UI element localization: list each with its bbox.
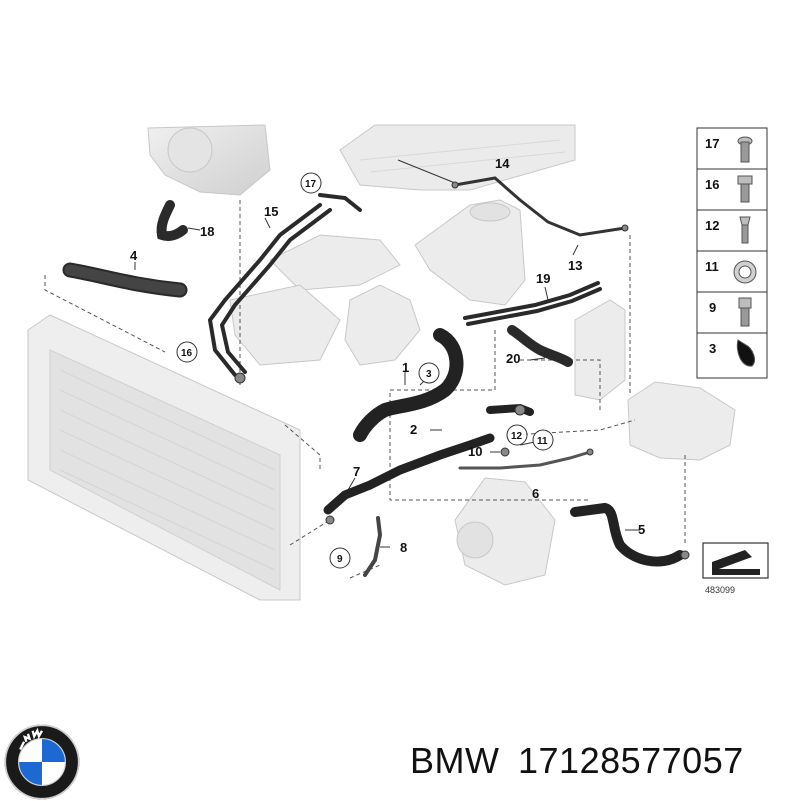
fittings [234, 181, 690, 560]
hose-5 [570, 502, 685, 567]
callout-17: 17 [305, 179, 317, 190]
hose-4 [62, 262, 188, 298]
bolt-17-icon [737, 136, 753, 163]
svg-text:3: 3 [709, 341, 716, 356]
bolt-12-icon [739, 216, 751, 244]
hose-18 [156, 200, 188, 242]
hose-20 [507, 325, 573, 367]
callout-6: 6 [532, 486, 539, 501]
hose-1 [353, 328, 464, 442]
callout-10: 10 [468, 444, 482, 459]
egr-cooler-ghost [229, 234, 401, 366]
thermostat-ghost [344, 284, 421, 366]
pipe-6 [458, 450, 592, 470]
svg-text:12: 12 [705, 218, 719, 233]
oil-cooler-ghost [574, 299, 626, 401]
callout-15: 15 [264, 204, 278, 219]
pipe-15 [207, 193, 362, 377]
callout-11: 11 [537, 436, 548, 447]
solid-leaders [134, 159, 640, 548]
callout-labels: 1 2 3 4 5 6 7 8 9 10 11 12 13 14 15 16 1… [130, 156, 645, 565]
oil-filter-housing-ghost [414, 199, 526, 306]
callout-20: 20 [506, 351, 520, 366]
pipe-14-13 [453, 176, 627, 237]
svg-text:11: 11 [705, 259, 719, 274]
reference-arrow-box [702, 542, 769, 579]
caption-brand: BMW [410, 740, 500, 781]
svg-text:16: 16 [705, 177, 719, 192]
bolt-9-icon [738, 297, 752, 327]
cylinder-head-ghost [339, 124, 576, 191]
expansion-tank-ghost [627, 381, 736, 461]
water-pump-ghost [454, 477, 556, 586]
callout-7: 7 [353, 464, 360, 479]
turbocharger-ghost [147, 124, 271, 196]
bmw-logo [4, 724, 80, 800]
radiator [27, 314, 301, 601]
callout-5: 5 [638, 522, 645, 537]
callout-19: 19 [536, 271, 550, 286]
fastener-legend [696, 127, 768, 379]
svg-text:17: 17 [705, 136, 719, 151]
callout-8: 8 [400, 540, 407, 555]
callout-circles [176, 172, 554, 569]
clamp-11-icon [733, 260, 757, 284]
callout-2: 2 [410, 422, 417, 437]
callout-18: 18 [200, 224, 214, 239]
callout-14: 14 [495, 156, 510, 171]
legend-labels: 17 16 12 11 9 3 [705, 136, 719, 356]
part-caption: BMW 17128577057 [410, 740, 744, 782]
callout-13: 13 [568, 258, 582, 273]
callout-3: 3 [426, 369, 432, 380]
pipe-8 [363, 516, 383, 577]
clip-3-icon [736, 339, 755, 367]
bolt-16-icon [737, 175, 753, 203]
callout-12: 12 [511, 431, 523, 442]
callout-1: 1 [402, 360, 409, 375]
reference-code: 483099 [705, 585, 735, 595]
callout-9: 9 [337, 554, 343, 565]
legend-icons [733, 136, 757, 367]
callout-4: 4 [130, 248, 138, 263]
svg-text:9: 9 [709, 300, 716, 315]
caption-part-number: 17128577057 [518, 740, 744, 781]
callout-16: 16 [181, 348, 193, 359]
hose-19 [463, 281, 602, 326]
